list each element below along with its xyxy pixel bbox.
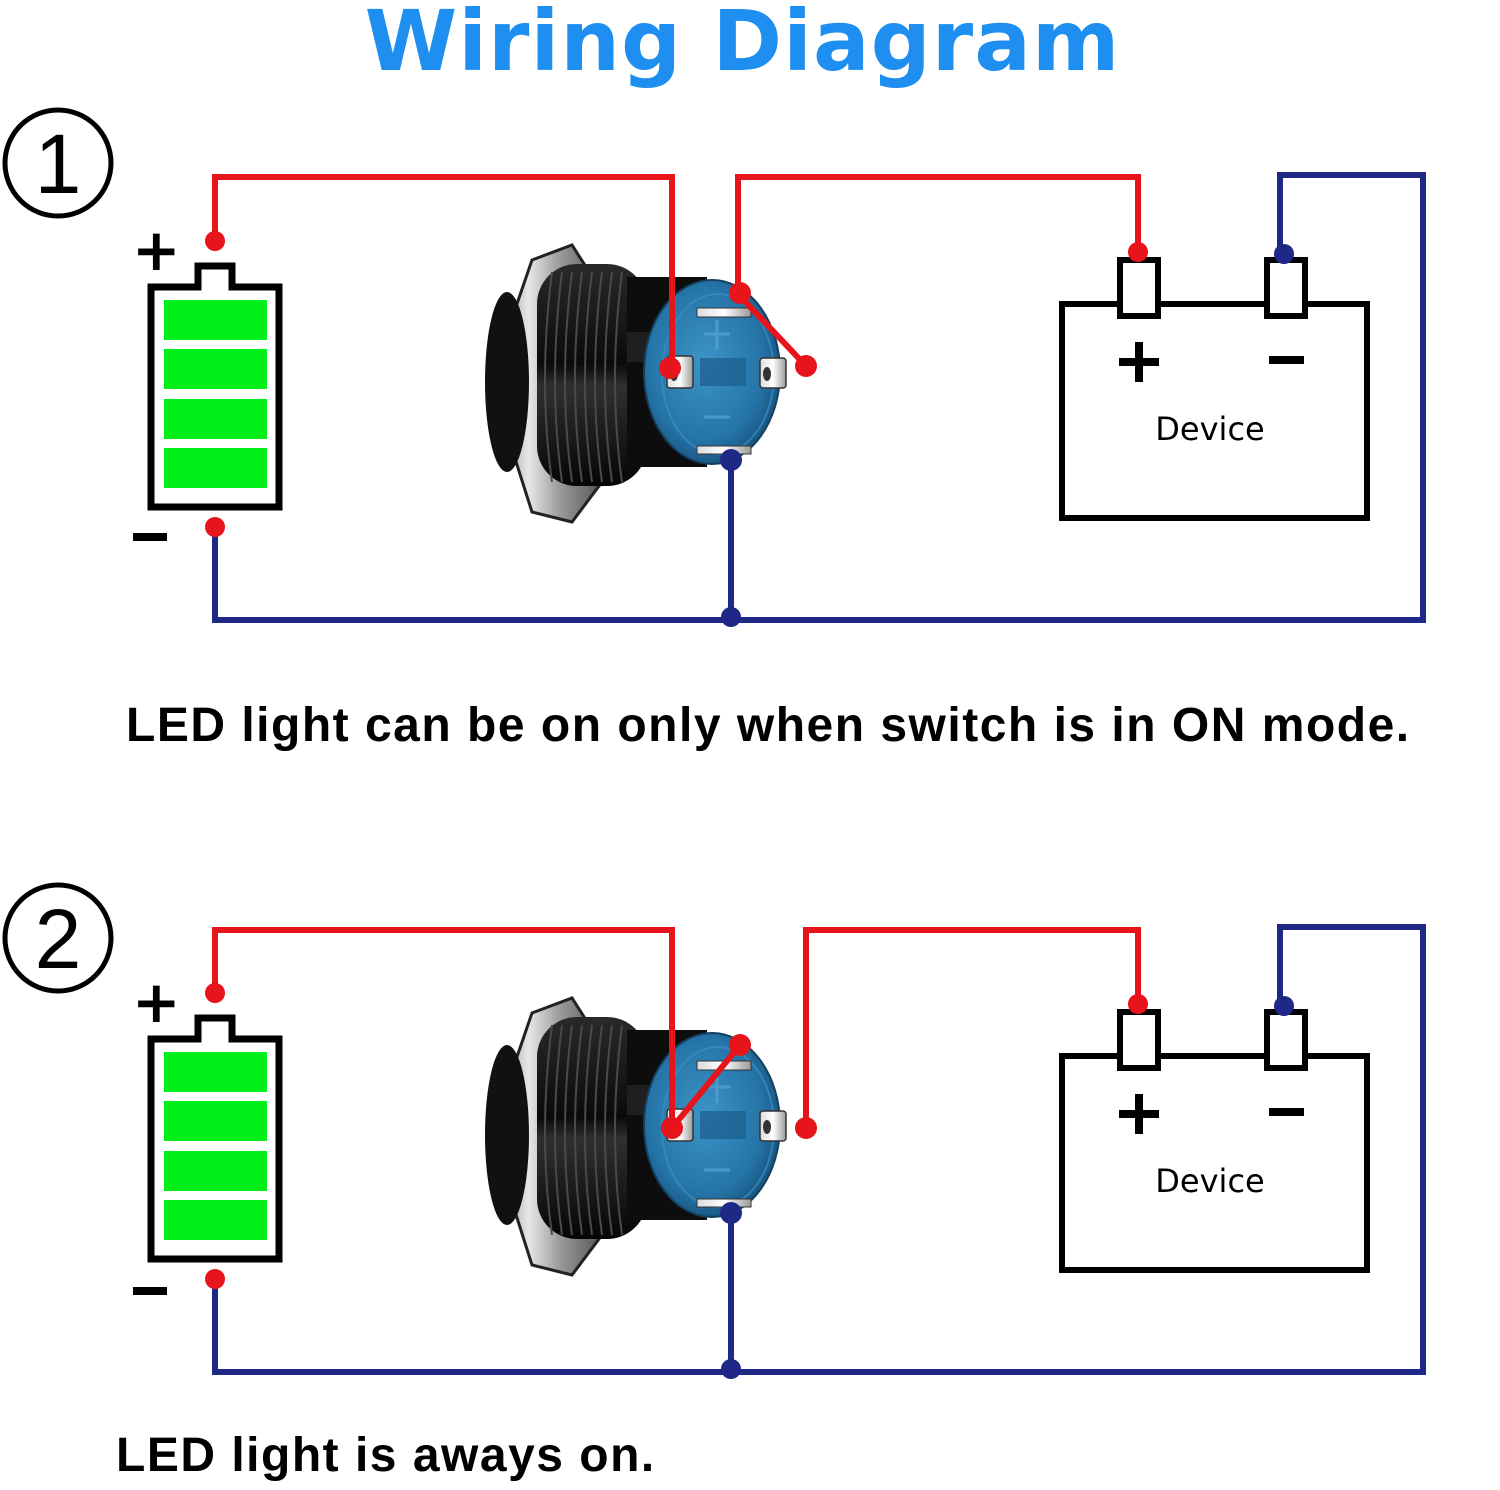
battery-plus-label: +: [132, 216, 181, 284]
number-badge-1: 1: [2, 107, 114, 219]
caption-diagram-1: LED light can be on only when switch is …: [126, 699, 1411, 752]
battery-plus-label: +: [132, 968, 181, 1036]
positive-wire: [212, 174, 675, 370]
number-badge-2: 2: [2, 882, 114, 994]
jumper-wire: [735, 291, 809, 369]
svg-text:2: 2: [35, 892, 82, 986]
diagram-1: 1 + Device: [2, 107, 1426, 627]
wires-1: [212, 172, 1426, 623]
svg-text:1: 1: [35, 117, 82, 211]
negative-wire: [212, 924, 1426, 1375]
wire-nodes-1: [205, 231, 1294, 627]
switch-to-device-wire: [803, 927, 1141, 1128]
negative-wire: [212, 172, 1426, 623]
diagram-2: 2 + Device: [2, 882, 1426, 1379]
battery-2: +: [132, 968, 283, 1295]
device-1: Device: [1059, 257, 1370, 521]
battery-minus-label: [133, 533, 167, 541]
wires-2: [212, 924, 1426, 1375]
jumper-wire: [669, 1043, 743, 1130]
battery-1: +: [132, 216, 283, 541]
diagram-title: Wiring Diagram: [364, 0, 1121, 90]
device-label: Device: [1155, 410, 1264, 448]
device-minus-label: [1269, 1108, 1304, 1116]
positive-wire: [212, 927, 675, 1128]
wire-nodes-2: [205, 983, 1294, 1379]
device-minus-label: [1269, 356, 1304, 364]
caption-diagram-2: LED light is aways on.: [116, 1429, 656, 1482]
device-2: Device: [1059, 1009, 1370, 1273]
battery-minus-label: [133, 1287, 167, 1295]
switch-to-device-wire: [735, 174, 1141, 294]
device-label: Device: [1155, 1162, 1264, 1200]
